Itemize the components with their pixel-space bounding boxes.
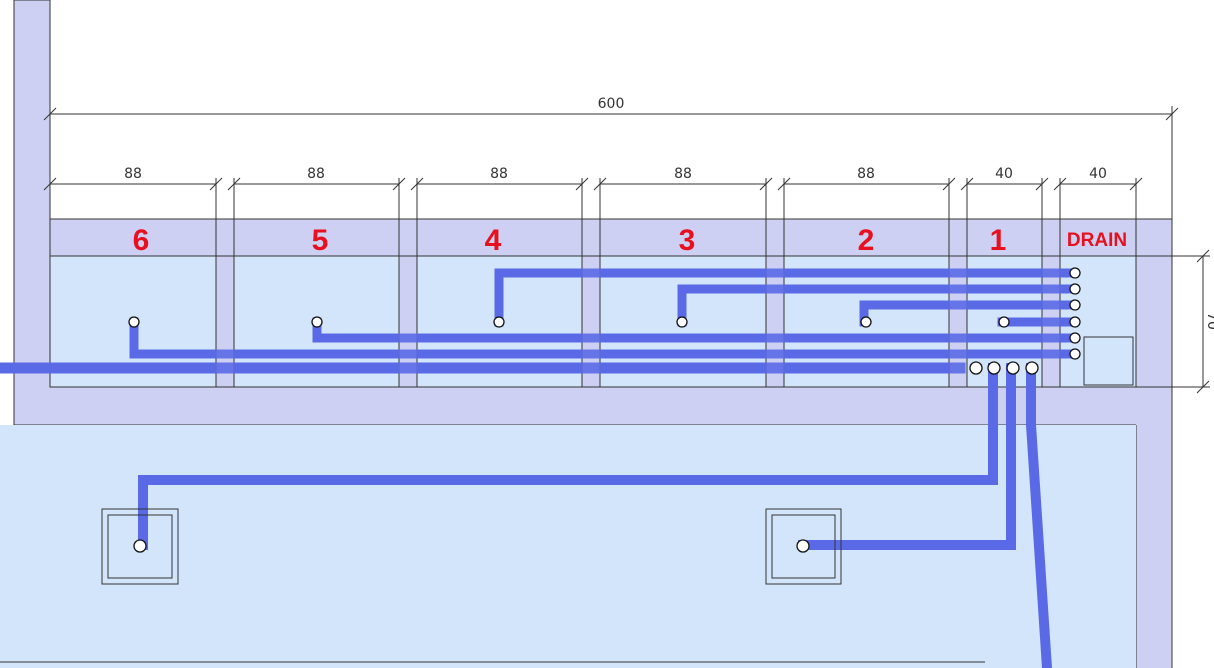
dim-bay-drain: 40 [1089,166,1107,182]
bay-label-1: 1 [990,224,1007,257]
riser-fitting-4 [1025,361,1039,375]
dim-height: 70 [1204,312,1214,330]
bay-label-2: 2 [858,224,875,257]
fitting-bay6 [128,316,140,328]
pipe-down-a [138,363,998,550]
fitting-bay4 [493,316,505,328]
dim-bay-3: 88 [674,166,692,182]
bay-label-4: 4 [485,224,502,257]
dim-bay-2: 88 [857,166,875,182]
dim-bay-6: 88 [124,166,142,182]
fittings [128,267,1081,553]
bay-label-drain: DRAIN [1067,230,1127,251]
manifold-port-5 [1069,332,1081,344]
manifold-port-4 [1069,316,1081,328]
fitting-bay3 [676,316,688,328]
dimension-labels: 600 88 88 88 88 88 40 40 70 [124,96,1214,330]
pipe-down-c [1026,363,1053,668]
bay-label-5: 5 [312,224,329,257]
manifold-port-1 [1069,267,1081,279]
fitting-bay1 [998,316,1010,328]
bay-label-3: 3 [679,224,696,257]
manifold-port-6 [1069,348,1081,360]
manifold-port-3 [1069,299,1081,311]
left-wall [13,0,51,426]
floor-box-left-outer [101,508,179,585]
dim-bay-1: 40 [995,166,1013,182]
bottom-wall [14,387,1172,425]
dim-bay-5: 88 [307,166,325,182]
floor-box-right-inner [771,514,836,579]
riser-fitting-2 [987,361,1001,375]
dim-overall: 600 [598,96,625,112]
floor-fitting-right [796,539,810,553]
drain-box [1083,336,1134,386]
floor-fitting-left [133,539,147,553]
pipes [0,255,1073,668]
dim-bay-4: 88 [490,166,508,182]
floor-box-left-inner [107,514,173,579]
fitting-bay5 [311,316,323,328]
fitting-bay2 [860,316,872,328]
pipe-down-b [798,363,1016,550]
bay-label-6: 6 [133,224,150,257]
riser-fitting-1 [969,361,983,375]
manifold-port-2 [1069,283,1081,295]
floor-box-right-outer [765,508,842,585]
right-wall [1136,387,1172,668]
bay-labels: 6 5 4 3 2 1 DRAIN [133,224,1127,257]
dimensions [43,106,1210,394]
riser-fitting-3 [1006,361,1020,375]
floor-boxes [101,508,842,585]
